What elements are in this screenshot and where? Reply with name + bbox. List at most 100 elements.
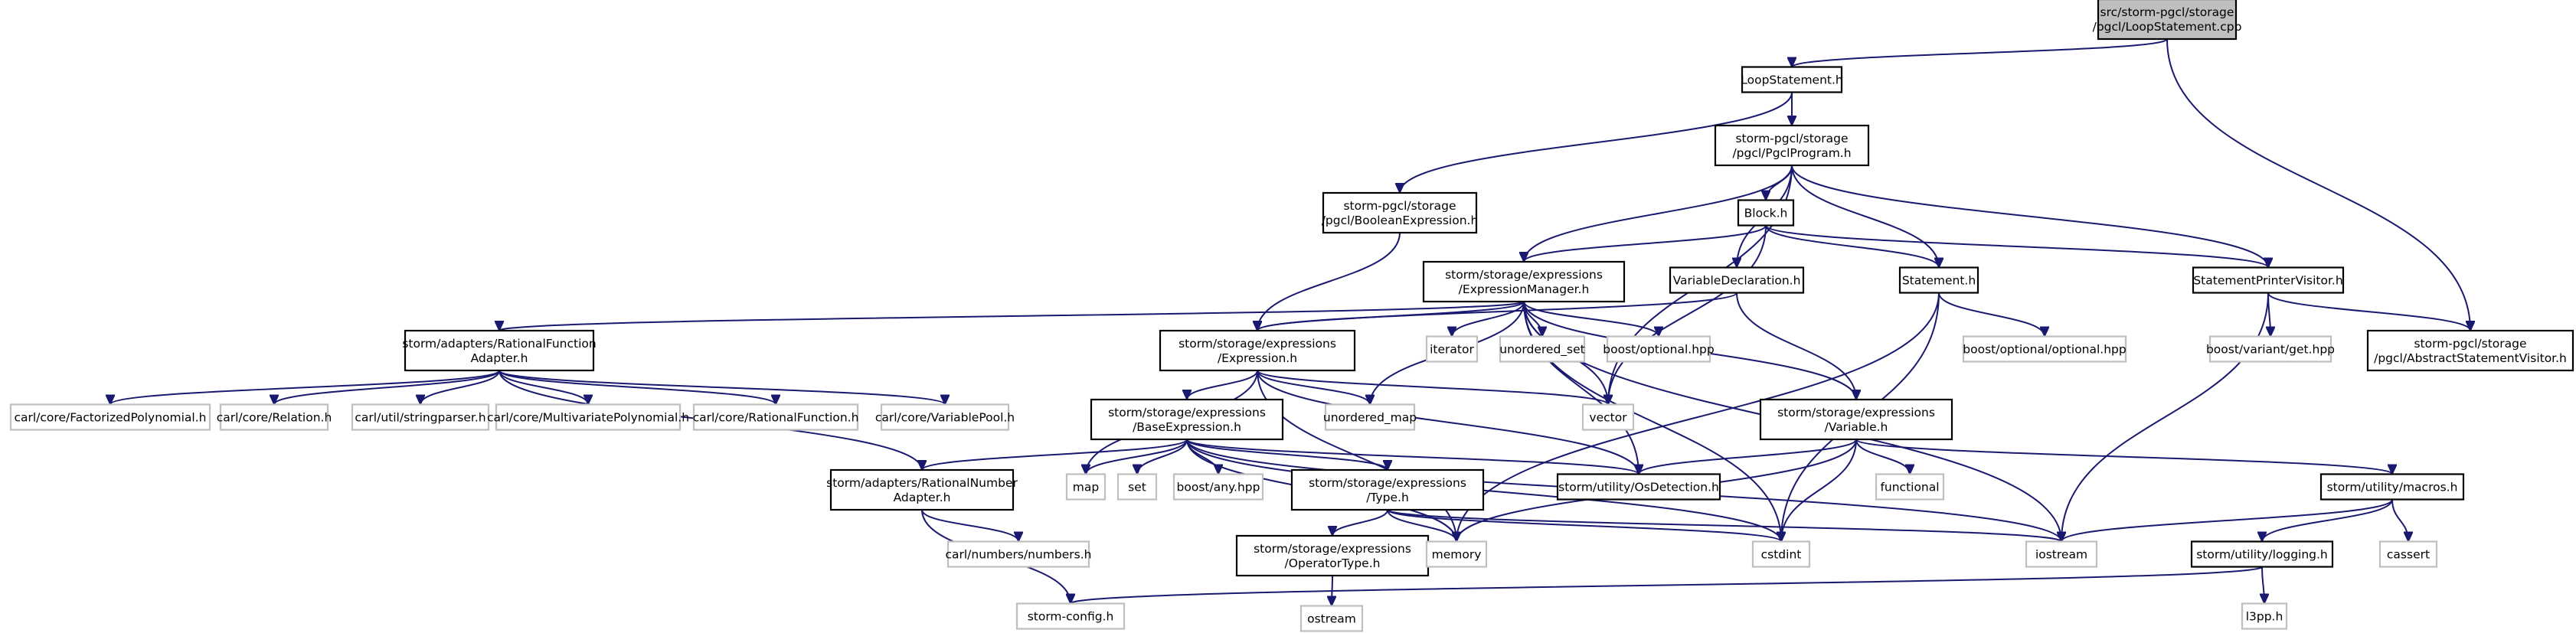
- node-label-ratfunction-0: carl/core/RationalFunction.h: [693, 411, 859, 425]
- edge-exprmgr-to-iterator: [1452, 301, 1525, 337]
- edge-pgclprog-to-exprmgr: [1524, 165, 1793, 262]
- node-boostvariant: boost/variant/get.hpp: [2206, 335, 2335, 363]
- node-optype[interactable]: storm/storage/expressions/OperatorType.h: [1235, 534, 1430, 577]
- node-expression[interactable]: storm/storage/expressions/Expression.h: [1159, 329, 1356, 372]
- node-macros[interactable]: storm/utility/macros.h: [2319, 473, 2465, 501]
- node-label-cassert-0: cassert: [2387, 548, 2430, 562]
- edge-macros-to-iostream: [2061, 499, 2393, 542]
- edge-ratfunc-to-factpoly: [110, 370, 500, 405]
- node-osdetect[interactable]: storm/utility/OsDetection.h: [1556, 473, 1721, 501]
- node-pgclprog[interactable]: storm-pgcl/storage/pgcl/PgclProgram.h: [1714, 124, 1870, 167]
- edge-block-to-stmtprinter: [1765, 224, 2268, 268]
- node-variable[interactable]: storm/storage/expressions/Variable.h: [1759, 398, 1953, 441]
- node-map: map: [1065, 473, 1107, 501]
- node-box-optype: [1235, 534, 1430, 577]
- node-set: set: [1116, 473, 1158, 501]
- node-exprmgr[interactable]: storm/storage/expressions/ExpressionMana…: [1422, 260, 1626, 303]
- node-box-set: [1116, 473, 1158, 501]
- node-vardecl[interactable]: VariableDeclaration.h: [1669, 266, 1805, 294]
- node-box-expression: [1159, 329, 1356, 372]
- node-box-stringparser: [351, 403, 490, 431]
- node-label-iostream-0: iostream: [2035, 548, 2087, 562]
- node-label-stmtprinter-0: StatementPrinterVisitor.h: [2193, 274, 2342, 288]
- node-box-boostopt: [1606, 335, 1711, 363]
- node-block[interactable]: Block.h: [1737, 199, 1795, 227]
- node-label-stringparser-0: carl/util/stringparser.h: [355, 411, 485, 425]
- node-factpoly: carl/core/FactorizedPolynomial.h: [9, 403, 211, 431]
- node-type[interactable]: storm/storage/expressions/Type.h: [1290, 468, 1485, 511]
- node-label-baseexpr-1: /BaseExpression.h: [1133, 420, 1241, 434]
- edge-expression-to-vector: [1257, 370, 1608, 405]
- node-functional: functional: [1875, 473, 1945, 501]
- node-label-root-1: /pgcl/LoopStatement.cpp: [2093, 20, 2242, 34]
- node-label-cstdint-0: cstdint: [1761, 548, 1802, 562]
- node-boostoptopt: boost/optional/optional.hpp: [1962, 335, 2127, 363]
- node-box-loopstmt: [1741, 66, 1843, 93]
- node-box-ratnum: [829, 468, 1015, 511]
- node-label-pgclprog-1: /pgcl/PgclProgram.h: [1732, 146, 1851, 160]
- edge-stmtprinter-to-absvisitor: [2267, 292, 2470, 331]
- node-label-boolexpr-1: /pgcl/BooleanExpression.h: [1322, 214, 1479, 227]
- node-root[interactable]: src/storm-pgcl/storage/pgcl/LoopStatemen…: [2093, 0, 2242, 41]
- node-boolexpr[interactable]: storm-pgcl/storage/pgcl/BooleanExpressio…: [1322, 191, 1479, 234]
- node-label-boostvariant-0: boost/variant/get.hpp: [2206, 343, 2335, 357]
- node-box-baseexpr: [1090, 398, 1284, 441]
- node-iostream: iostream: [2025, 540, 2098, 568]
- node-box-stormconfig: [1015, 602, 1126, 630]
- edge-vardecl-to-variable: [1736, 292, 1856, 400]
- node-cstdint: cstdint: [1751, 540, 1811, 568]
- node-box-boostoptopt: [1962, 335, 2127, 363]
- node-label-ratnum-0: storm/adapters/RationalNumber: [826, 476, 1018, 490]
- node-label-ratnum-1: Adapter.h: [894, 491, 951, 504]
- edge-exprmgr-to-ratfunc: [499, 301, 1525, 331]
- node-box-boostvariant: [2208, 335, 2332, 363]
- edge-block-to-exprmgr: [1524, 225, 1767, 263]
- node-statement[interactable]: Statement.h: [1898, 266, 1979, 294]
- edge-baseexpr-to-set: [1137, 439, 1188, 475]
- node-baseexpr[interactable]: storm/storage/expressions/BaseExpression…: [1090, 398, 1284, 441]
- node-label-vector-0: vector: [1589, 411, 1627, 425]
- edge-baseexpr-to-map: [1086, 439, 1188, 475]
- node-loopstmt[interactable]: LoopStatement.h: [1741, 66, 1843, 93]
- node-box-pgclprog: [1714, 124, 1870, 167]
- node-label-set-0: set: [1128, 481, 1146, 494]
- node-box-ratfunction: [692, 403, 859, 431]
- node-label-functional-0: functional: [1880, 481, 1939, 494]
- edge-block-to-vector: [1608, 225, 1767, 405]
- edge-statement-to-boostoptopt: [1938, 292, 2045, 337]
- node-label-unordered_map-0: unordered_map: [1323, 411, 1417, 426]
- node-ostream: ostream: [1299, 605, 1364, 632]
- edge-expression-to-osdetect: [1257, 370, 1639, 475]
- node-label-boostopt-0: boost/optional.hpp: [1603, 343, 1714, 357]
- edge-ratfunc-to-stringparser: [420, 370, 500, 405]
- node-label-logging-0: storm/utility/logging.h: [2196, 548, 2328, 562]
- node-label-boostoptopt-0: boost/optional/optional.hpp: [1963, 343, 2126, 357]
- edge-type-to-optype: [1332, 509, 1388, 536]
- node-logging[interactable]: storm/utility/logging.h: [2190, 540, 2334, 568]
- node-box-type: [1290, 468, 1485, 511]
- node-label-variable-0: storm/storage/expressions: [1777, 406, 1935, 419]
- node-label-ratfunc-0: storm/adapters/RationalFunction: [402, 337, 596, 351]
- node-absvisitor[interactable]: storm-pgcl/storage/pgcl/AbstractStatemen…: [2366, 329, 2574, 372]
- node-stmtprinter[interactable]: StatementPrinterVisitor.h: [2192, 266, 2345, 294]
- node-label-root-0: src/storm-pgcl/storage: [2100, 5, 2234, 19]
- node-box-block: [1737, 199, 1795, 227]
- edge-loopstmt-to-boolexpr: [1400, 92, 1793, 194]
- edge-baseexpr-to-ratnum: [922, 439, 1188, 470]
- node-label-variable-1: /Variable.h: [1825, 420, 1888, 434]
- edge-boolexpr-to-expression: [1257, 232, 1401, 331]
- edge-ratfunc-to-relation: [274, 370, 500, 405]
- edge-type-to-cstdint: [1387, 509, 1781, 542]
- edge-logging-to-l3pp: [2262, 566, 2264, 604]
- node-box-vector: [1581, 403, 1635, 431]
- node-label-iterator-0: iterator: [1430, 343, 1474, 357]
- node-box-memory: [1425, 540, 1488, 568]
- edge-stmtprinter-to-iostream: [2061, 292, 2269, 542]
- node-label-baseexpr-0: storm/storage/expressions: [1108, 406, 1266, 419]
- edge-vardecl-to-expression: [1257, 292, 1737, 331]
- node-cassert: cassert: [2378, 540, 2438, 568]
- node-stringparser: carl/util/stringparser.h: [351, 403, 490, 431]
- node-label-unordered_set-0: unordered_set: [1499, 343, 1584, 357]
